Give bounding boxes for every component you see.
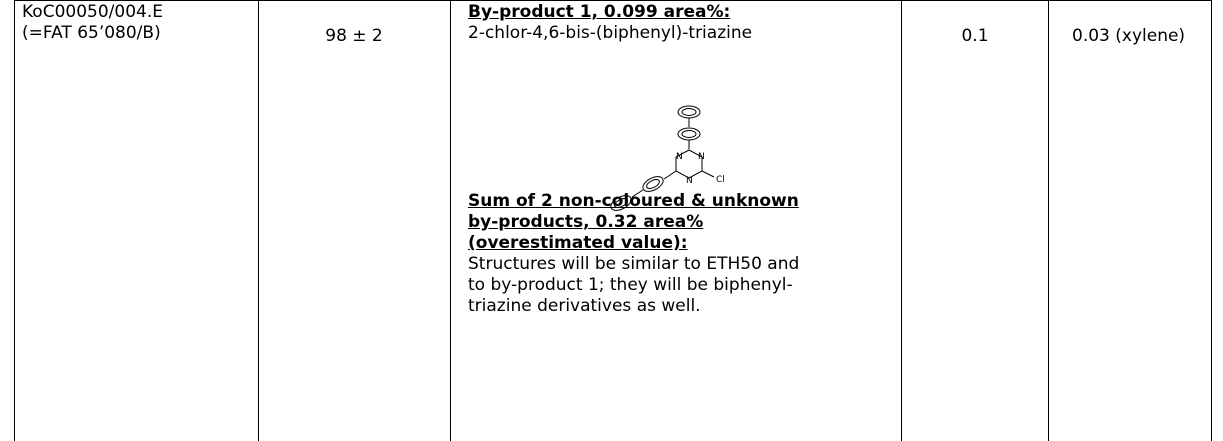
column-border [14, 0, 15, 441]
impurity-description-cell: By-product 1, 0.099 area%: 2-chlor-4,6-b… [468, 2, 898, 317]
bond [701, 170, 715, 178]
sample-alias: (=FAT 65’080/B) [22, 23, 161, 43]
phenyl-ring-upper [677, 127, 701, 141]
description-line: to by-product 1; they will be biphenyl- [468, 275, 793, 295]
value-cell: 0.1 [961, 26, 989, 46]
triazine-ring [675, 149, 703, 179]
description-line: Structures will be similar to ETH50 and [468, 254, 800, 274]
sum-heading-line: (overestimated value): [468, 233, 688, 253]
phenyl-ring-top [677, 105, 701, 119]
phenyl-ring-upper-inner [681, 130, 697, 138]
phenyl-ring-left-inner [646, 178, 660, 190]
column-border [1211, 0, 1212, 441]
column-border [450, 0, 451, 441]
atom-label-n: N [686, 176, 693, 186]
column-border [1048, 0, 1049, 441]
phenyl-ring-left [642, 176, 664, 192]
sample-id: KoC00050/004.E [22, 2, 163, 22]
row-top-border [14, 0, 1211, 1]
column-border [901, 0, 902, 441]
description-line: triazine derivatives as well. [468, 296, 701, 316]
byproduct1-name: 2-chlor-4,6-bis-(biphenyl)-triazine [468, 23, 753, 43]
atom-label-n: N [698, 152, 705, 162]
phenyl-ring-far-left [610, 195, 632, 211]
atom-label-cl: Cl [716, 175, 725, 185]
solubility-cell: 0.03 (xylene) [1072, 26, 1186, 46]
sum-heading-line: by-products, 0.32 area% [468, 212, 704, 232]
byproduct1-heading: By-product 1, 0.099 area%: [468, 2, 731, 22]
column-border [258, 0, 259, 441]
atom-label-n: N [676, 152, 683, 162]
bond [631, 189, 644, 198]
sample-id-cell: KoC00050/004.E (=FAT 65’080/B) [22, 2, 163, 44]
bond [663, 170, 677, 180]
phenyl-ring-far-left-inner [614, 197, 628, 209]
sum-heading-line: Sum of 2 non-coloured & unknown [468, 191, 799, 211]
chemical-structure-image: N N N Cl [610, 105, 725, 211]
purity-cell: 98 ± 2 [325, 26, 383, 46]
phenyl-ring-top-inner [681, 108, 697, 116]
